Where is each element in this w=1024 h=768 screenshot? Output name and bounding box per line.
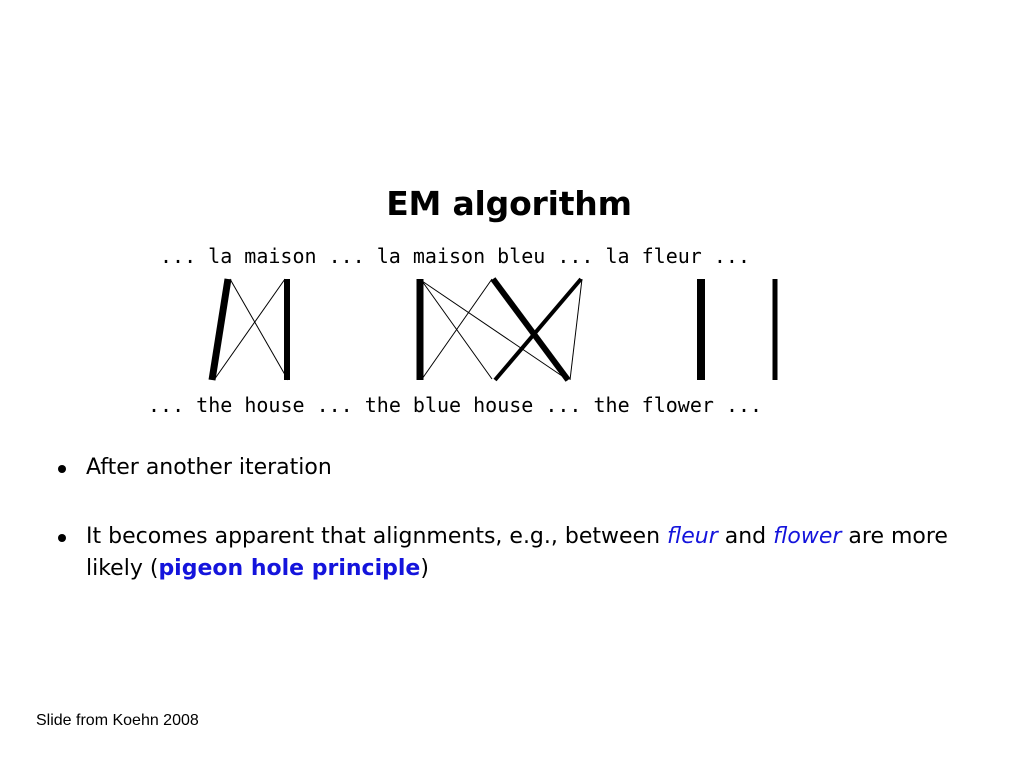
bullet-text-part3: are more likely ( <box>86 524 948 581</box>
bullet-list: After another iteration It becomes appar… <box>56 452 986 585</box>
alignment-link-la-blue <box>421 280 493 380</box>
alignment-link-la-house <box>229 278 289 381</box>
bullet-text-part2: and <box>717 524 774 549</box>
bullet-dot-icon <box>58 465 66 473</box>
slide-title: EM algorithm <box>386 184 632 223</box>
slide-credit: Slide from Koehn 2008 <box>36 712 199 729</box>
term-fleur: fleur <box>667 524 718 549</box>
english-sentence: ... the house ... the blue house ... the… <box>148 393 763 417</box>
bullet-text: After another iteration <box>86 455 332 480</box>
alignment-link-maison-the-2 <box>421 278 493 380</box>
alignment-link-la-house-2 <box>421 280 569 381</box>
bullet-item-alignments: It becomes apparent that alignments, e.g… <box>56 521 986 585</box>
bullet-text-part4: ) <box>420 556 429 581</box>
bullet-text-part1: It becomes apparent that alignments, e.g… <box>86 524 668 549</box>
bullet-item-iteration: After another iteration <box>56 452 986 484</box>
alignment-link-maison-house-2 <box>490 277 571 382</box>
alignment-link-bleu-blue <box>493 277 583 382</box>
alignment-link-bleu-house <box>569 278 583 381</box>
french-sentence: ... la maison ... la maison bleu ... la … <box>160 244 751 268</box>
term-flower: flower <box>773 524 842 549</box>
term-pigeon-hole-principle: pigeon hole principle <box>158 556 421 581</box>
alignment-link-la-the <box>208 278 232 381</box>
alignment-link-maison-the <box>213 278 286 381</box>
bullet-dot-icon <box>58 534 66 542</box>
